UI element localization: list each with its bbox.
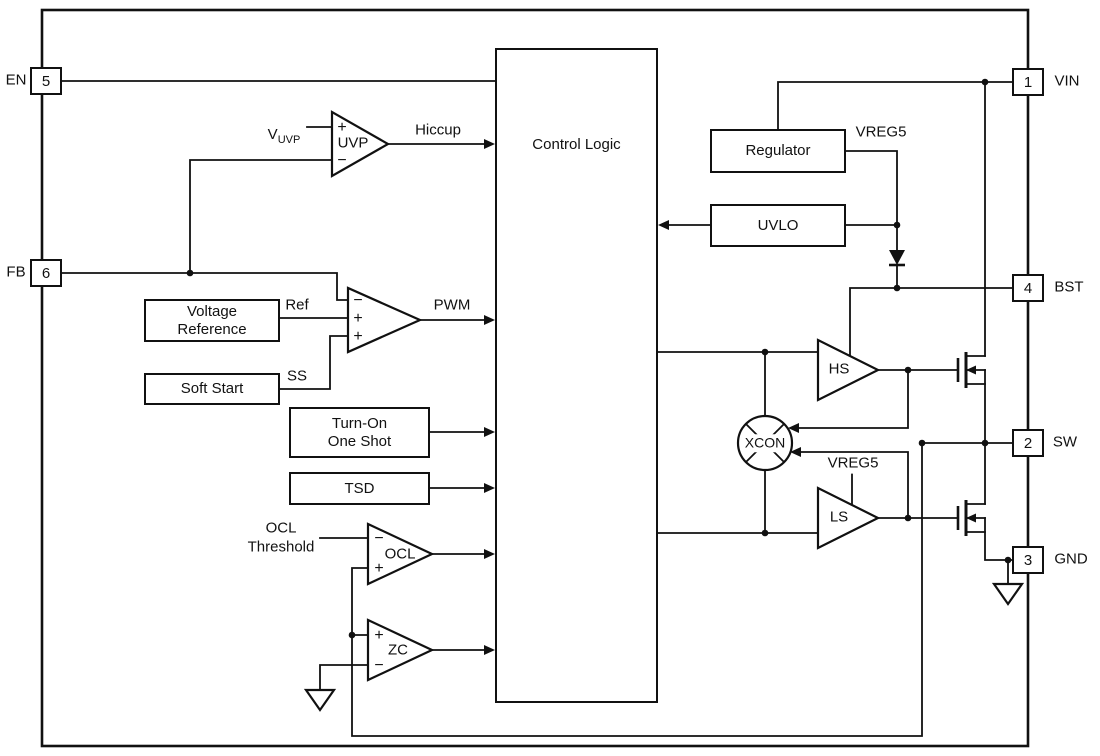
regulator-block: Regulator <box>710 129 846 173</box>
voltage-reference-label: Voltage Reference <box>177 302 247 338</box>
tsd-label: TSD <box>344 479 375 497</box>
control-logic-label: Control Logic <box>532 136 621 153</box>
soft-start-label: Soft Start <box>180 380 244 397</box>
tsd-block: TSD <box>289 472 430 505</box>
control-logic-block: Control Logic <box>495 48 658 703</box>
soft-start-block: Soft Start <box>144 373 280 405</box>
regulator-label: Regulator <box>745 142 811 159</box>
uvlo-block: UVLO <box>710 204 846 247</box>
turn-on-one-shot-label: Turn-On One Shot <box>327 414 392 450</box>
voltage-reference-block: Voltage Reference <box>144 299 280 342</box>
turn-on-one-shot-block: Turn-On One Shot <box>289 407 430 458</box>
uvlo-label: UVLO <box>757 216 799 234</box>
